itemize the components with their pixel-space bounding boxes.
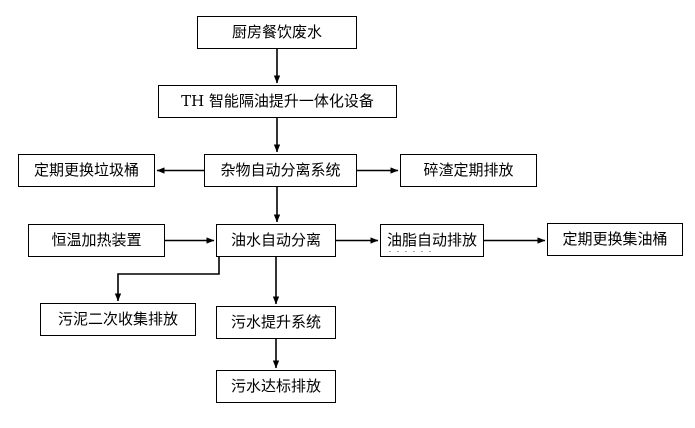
connector-oilwater-to-sludge: [114, 257, 220, 302]
node-label: 污水达标排放: [230, 377, 321, 395]
node-kitchen-wastewater[interactable]: 厨房餐饮废水: [197, 16, 357, 49]
node-label: 油水自动分离: [230, 231, 321, 249]
node-label: 油脂自动排放: [386, 231, 477, 249]
node-th-integrated-equipment[interactable]: TH 智能隔油提升一体化设备: [158, 85, 397, 118]
node-oil-water-auto-separation[interactable]: 油水自动分离: [216, 224, 336, 257]
node-slag-scheduled-discharge[interactable]: 碎渣定期排放: [400, 154, 537, 187]
node-label: TH 智能隔油提升一体化设备: [181, 92, 374, 110]
node-constant-temp-heater[interactable]: 恒温加热装置: [28, 224, 165, 257]
node-label: 碎渣定期排放: [423, 161, 514, 179]
node-sewage-lifting-system[interactable]: 污水提升系统: [216, 306, 336, 339]
node-label: 定期更换垃圾桶: [33, 161, 139, 179]
node-sewage-compliant-discharge[interactable]: 污水达标排放: [216, 370, 336, 403]
node-grease-auto-discharge[interactable]: 油脂自动排放: [380, 224, 484, 257]
node-label: 污水提升系统: [230, 313, 321, 331]
node-label: 恒温加热装置: [51, 231, 142, 249]
node-label: 污泥二次收集排放: [57, 310, 178, 328]
node-label: 厨房餐饮废水: [231, 23, 322, 41]
node-sludge-secondary-collection[interactable]: 污泥二次收集排放: [40, 303, 196, 336]
node-replace-trash-bin[interactable]: 定期更换垃圾桶: [18, 154, 155, 187]
node-label: 定期更换集油桶: [562, 230, 668, 248]
node-label: 杂物自动分离系统: [220, 161, 341, 179]
node-replace-oil-drum[interactable]: 定期更换集油桶: [547, 223, 683, 256]
node-debris-auto-separation[interactable]: 杂物自动分离系统: [204, 154, 357, 187]
